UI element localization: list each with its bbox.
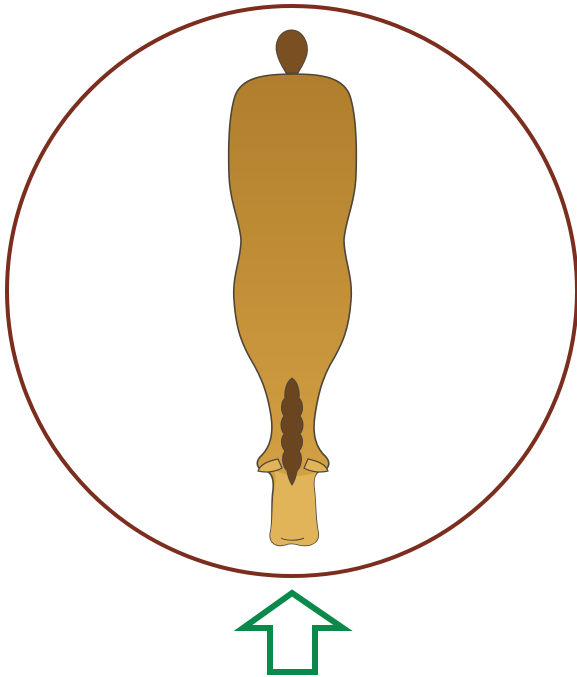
up-arrow-icon [243, 593, 343, 672]
horse-top-view-icon [229, 30, 357, 545]
tail-top [276, 30, 307, 73]
